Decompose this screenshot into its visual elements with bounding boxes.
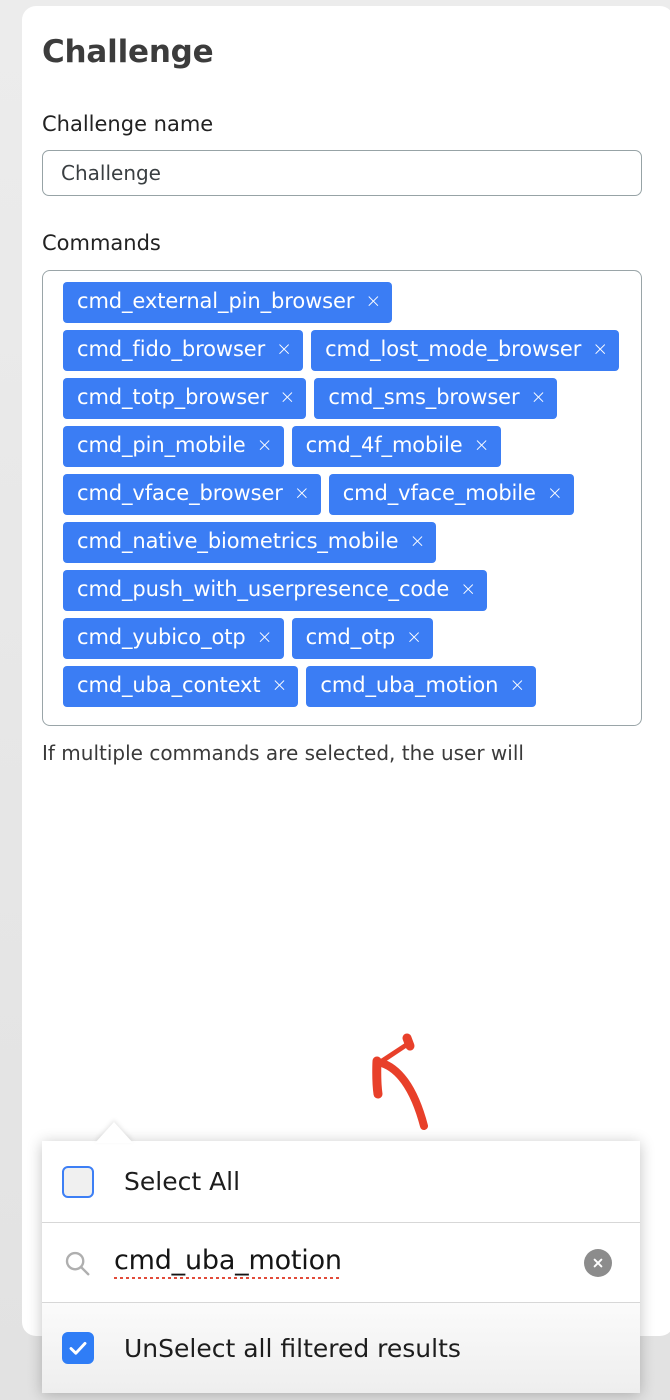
dropdown-item-select-all[interactable]: Select All	[42, 1141, 640, 1223]
command-tag-label: cmd_native_biometrics_mobile	[77, 528, 399, 553]
page-title: Challenge	[42, 34, 214, 70]
dropdown-search-row[interactable]: cmd_uba_motion	[42, 1223, 640, 1303]
command-tag[interactable]: cmd_vface_mobile ×	[328, 473, 574, 515]
command-tag-label: cmd_fido_browser	[77, 336, 266, 361]
command-tag[interactable]: cmd_otp ×	[291, 617, 434, 659]
commands-label: Commands	[42, 231, 161, 256]
command-tag[interactable]: cmd_native_biometrics_mobile ×	[63, 521, 437, 563]
command-tag-label: cmd_sms_browser	[328, 384, 520, 409]
command-tag[interactable]: cmd_uba_context ×	[63, 665, 299, 707]
command-tag-label: cmd_otp	[305, 624, 396, 649]
search-icon	[62, 1248, 92, 1278]
command-tag[interactable]: cmd_pin_mobile ×	[63, 425, 284, 467]
command-tag-remove-icon[interactable]: ×	[365, 289, 382, 312]
challenge-name-label: Challenge name	[42, 112, 214, 137]
command-tag-remove-icon[interactable]: ×	[409, 529, 426, 552]
command-tag-remove-icon[interactable]: ×	[256, 625, 273, 648]
command-tag-remove-icon[interactable]: ×	[509, 673, 526, 696]
command-tag-remove-icon[interactable]: ×	[256, 433, 273, 456]
command-tag[interactable]: cmd_fido_browser ×	[63, 329, 304, 371]
command-tag-label: cmd_lost_mode_browser	[325, 336, 582, 361]
command-tag[interactable]: cmd_external_pin_browser ×	[63, 281, 393, 323]
command-tag-remove-icon[interactable]: ×	[406, 625, 423, 648]
unselect-all-filtered-label: UnSelect all filtered results	[124, 1333, 461, 1363]
commands-helper-text: If multiple commands are selected, the u…	[42, 740, 524, 765]
dropdown-item-unselect-all-filtered[interactable]: UnSelect all filtered results	[42, 1303, 640, 1393]
search-input-value: cmd_uba_motion	[114, 1246, 342, 1279]
command-tag-remove-icon[interactable]: ×	[546, 481, 563, 504]
command-tag-remove-icon[interactable]: ×	[460, 577, 477, 600]
command-tag-remove-icon[interactable]: ×	[271, 673, 288, 696]
command-tag[interactable]: cmd_push_with_userpresence_code ×	[63, 569, 488, 611]
command-tag-label: cmd_uba_context	[77, 672, 261, 697]
commands-multiselect[interactable]: cmd_external_pin_browser×cmd_fido_browse…	[42, 269, 642, 726]
command-tag-remove-icon[interactable]: ×	[530, 385, 547, 408]
command-tag-label: cmd_4f_mobile	[305, 432, 463, 457]
command-tag[interactable]: cmd_uba_motion ×	[306, 665, 537, 707]
command-tag-remove-icon[interactable]: ×	[592, 337, 609, 360]
dropdown-caret-icon	[95, 1122, 133, 1143]
command-tag[interactable]: cmd_vface_browser ×	[63, 473, 321, 515]
command-tag-remove-icon[interactable]: ×	[293, 481, 310, 504]
command-tag-label: cmd_vface_browser	[77, 480, 283, 505]
select-all-label: Select All	[124, 1167, 241, 1196]
command-tag-remove-icon[interactable]: ×	[276, 337, 293, 360]
command-tag-label: cmd_uba_motion	[320, 672, 499, 697]
unselect-all-filtered-checkbox[interactable]	[62, 1332, 94, 1364]
command-tag-label: cmd_yubico_otp	[77, 624, 246, 649]
select-all-checkbox[interactable]	[62, 1165, 94, 1198]
command-tag-label: cmd_push_with_userpresence_code	[77, 576, 450, 601]
command-tag[interactable]: cmd_yubico_otp ×	[63, 617, 284, 659]
challenge-name-input[interactable]	[42, 150, 642, 197]
command-tag-remove-icon[interactable]: ×	[279, 385, 296, 408]
command-tag-label: cmd_pin_mobile	[77, 432, 246, 457]
command-tag[interactable]: cmd_sms_browser ×	[314, 377, 558, 419]
clear-search-button[interactable]	[584, 1248, 612, 1277]
command-tag[interactable]: cmd_totp_browser ×	[63, 377, 307, 419]
command-tag-label: cmd_external_pin_browser	[77, 288, 355, 313]
command-tag-remove-icon[interactable]: ×	[473, 433, 490, 456]
command-tag[interactable]: cmd_lost_mode_browser ×	[311, 329, 620, 371]
commands-dropdown-panel: Select All cmd_uba_motion UnSelect all f…	[42, 1141, 640, 1393]
command-tag-label: cmd_totp_browser	[77, 384, 269, 409]
command-tag[interactable]: cmd_4f_mobile ×	[291, 425, 501, 467]
command-tag-label: cmd_vface_mobile	[342, 480, 536, 505]
challenge-form-card: Challenge Challenge name Commands cmd_ex…	[22, 6, 670, 1336]
search-input[interactable]: cmd_uba_motion	[114, 1246, 584, 1279]
